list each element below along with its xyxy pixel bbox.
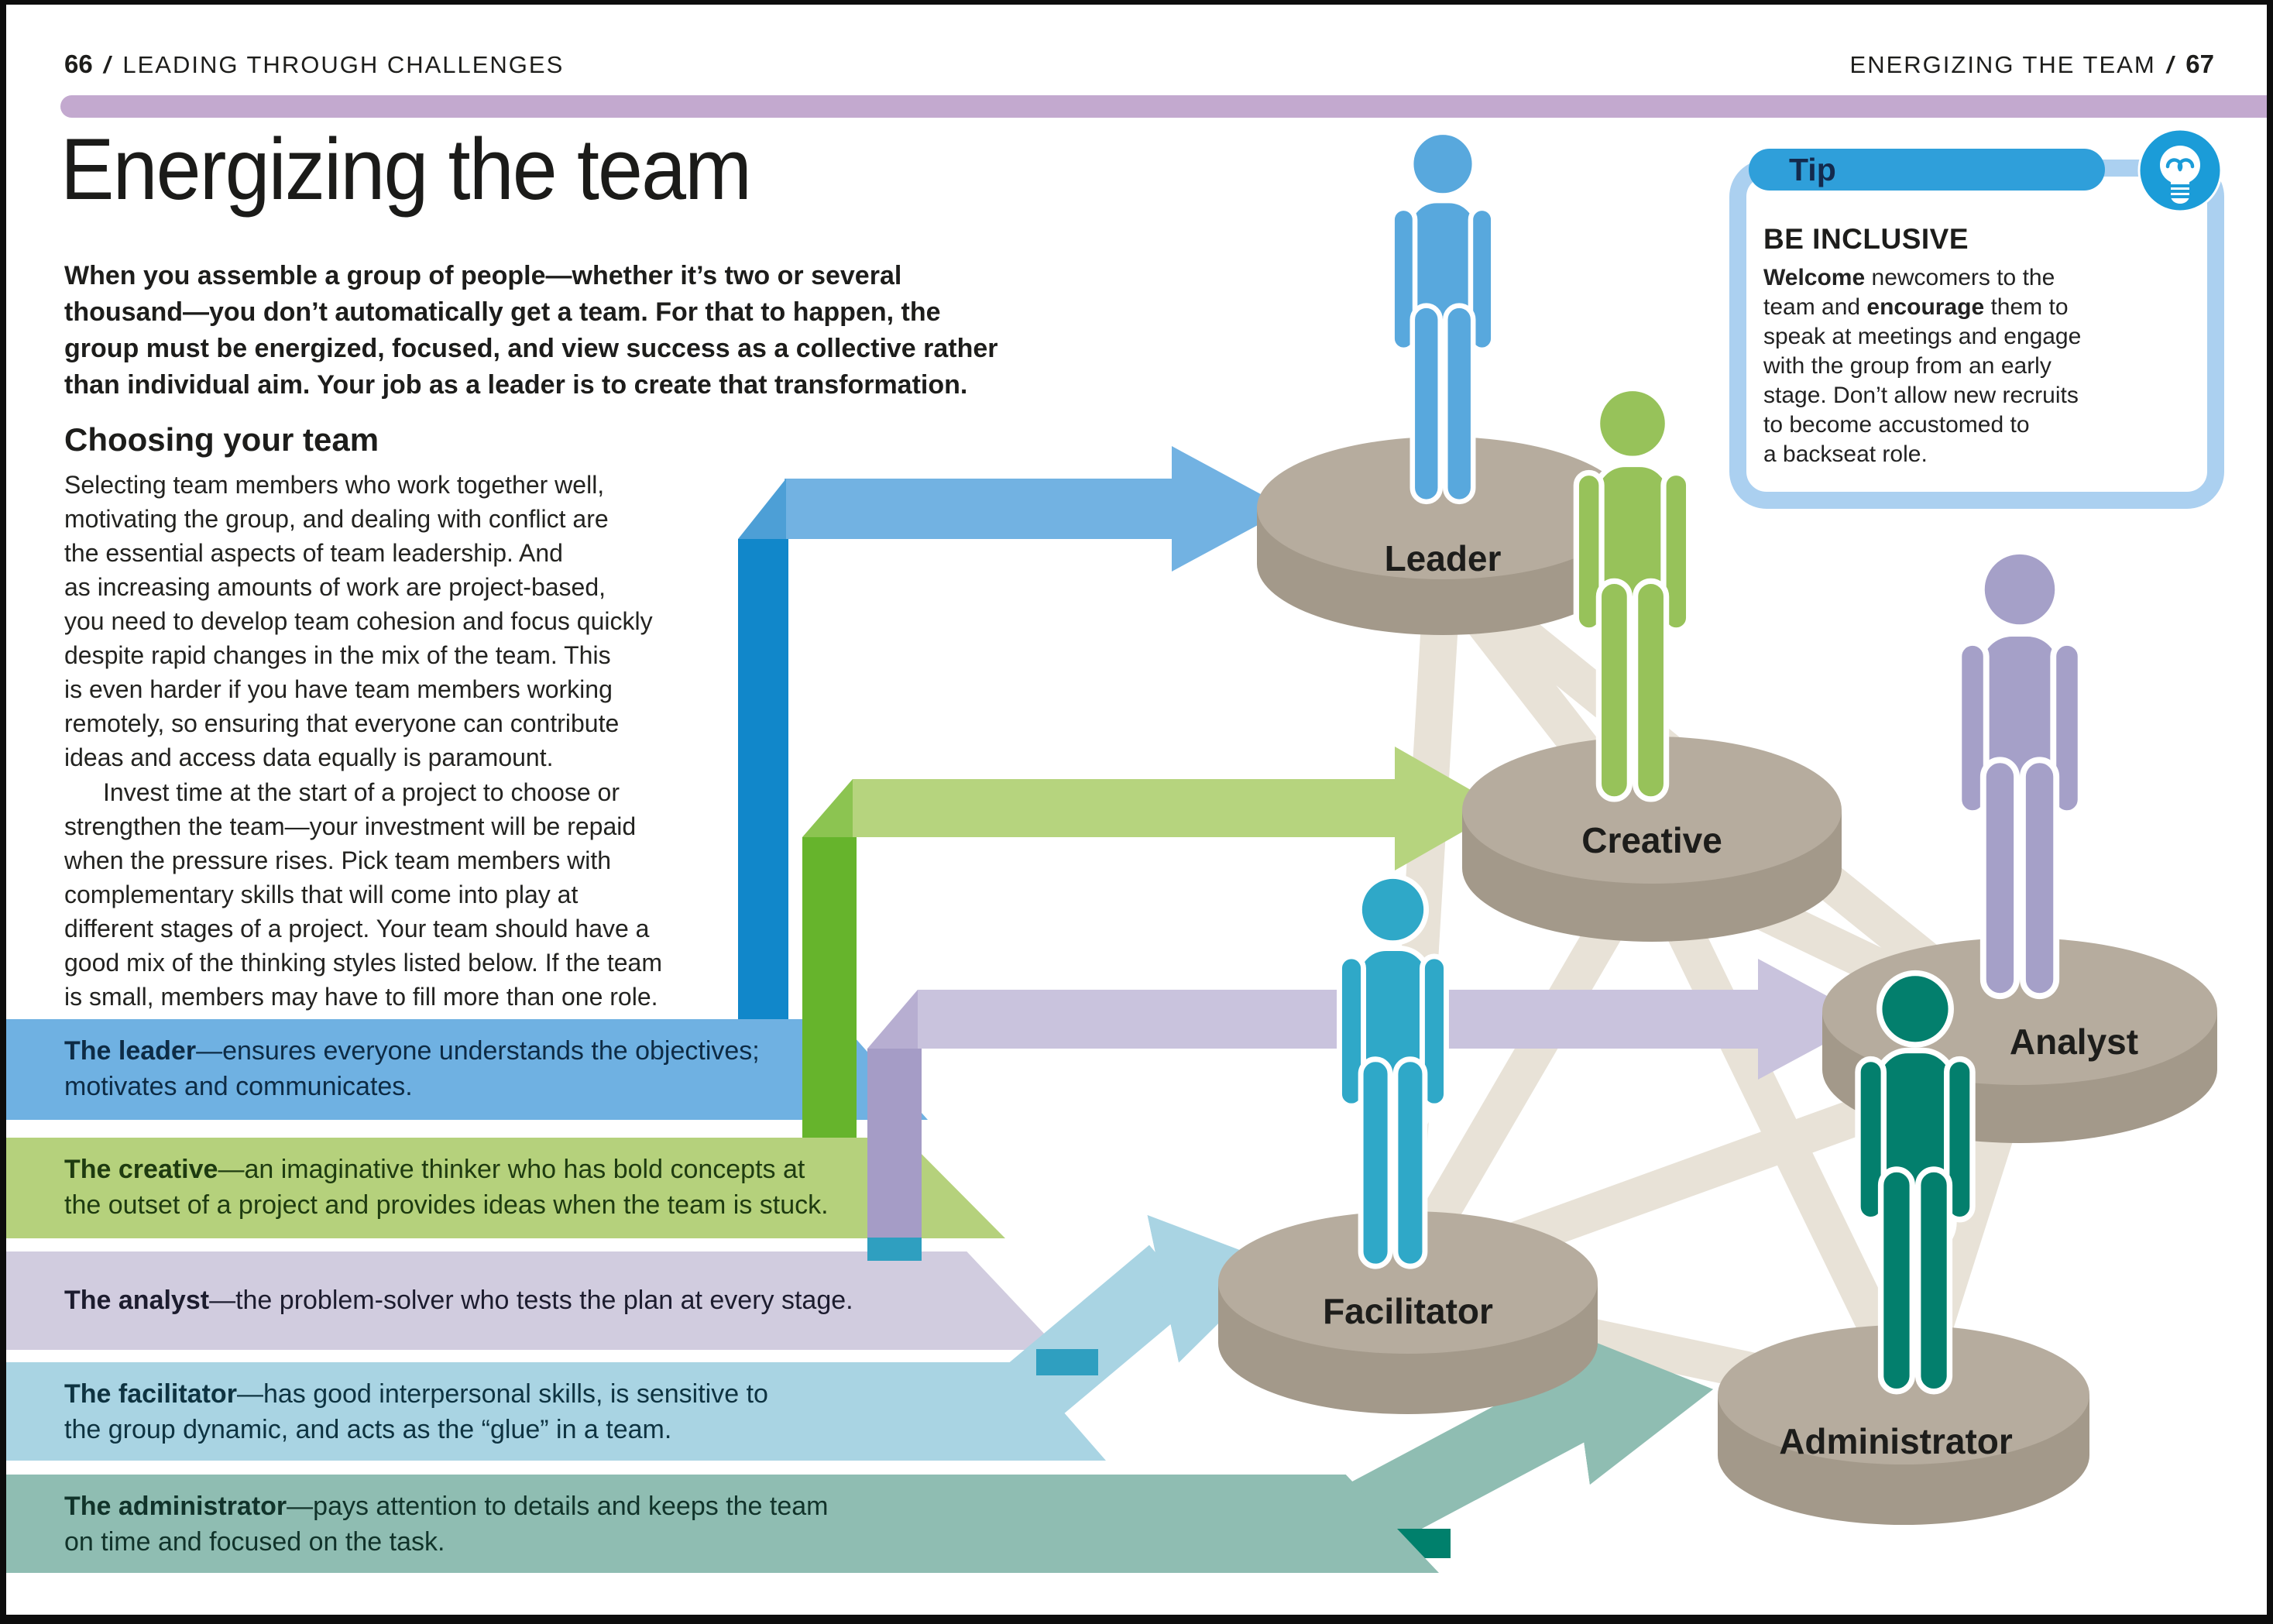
role-band-analyst-text: The analyst—the problem-solver who tests… <box>64 1286 853 1315</box>
tip-content: BE INCLUSIVE Welcome newcomers to the te… <box>1763 223 2127 469</box>
intro-paragraph: When you assemble a group of people—whet… <box>64 261 998 400</box>
header-accent-bar <box>60 95 2267 118</box>
body-paragraph-1: Selecting team members who work together… <box>64 471 653 771</box>
facilitator-fold-rect <box>1036 1349 1098 1375</box>
role-band-leader-text: The leader—ensures everyone understands … <box>64 1036 760 1101</box>
section-title-left: LEADING THROUGH CHALLENGES <box>122 51 565 78</box>
role-band-leader <box>6 1019 928 1120</box>
page-header-right: ENERGIZING THE TEAM / 67 <box>1850 50 2214 79</box>
header-divider: / <box>103 51 112 78</box>
leader-arrow-body <box>785 479 1176 539</box>
lightbulb-icon <box>2137 128 2223 213</box>
tip-body: Welcome newcomers to the team and encour… <box>1763 265 2082 467</box>
figure-creative <box>1548 384 1717 806</box>
section-title-right: ENERGIZING THE TEAM <box>1849 51 2156 78</box>
analyst-ribbon-bar <box>867 1049 922 1251</box>
creative-ribbon-fold <box>802 779 853 837</box>
facilitator-fold-rect <box>867 1238 922 1261</box>
folio-right: 67 <box>2185 50 2214 78</box>
platform-label-administrator: Administrator <box>1779 1421 2013 1461</box>
leader-ribbon-bar <box>738 539 788 1021</box>
role-band-facilitator-text: The facilitator—has good interpersonal s… <box>64 1379 768 1444</box>
figure-facilitator <box>1313 872 1473 1273</box>
book-page: 66 / LEADING THROUGH CHALLENGES ENERGIZING… <box>6 5 2267 1615</box>
platform-label-analyst: Analyst <box>2009 1021 2139 1062</box>
role-band-creative <box>6 1138 1005 1238</box>
tip-pill: Tip <box>1749 149 2105 191</box>
figure-administrator <box>1829 969 2001 1399</box>
platform-administrator <box>1718 1325 2089 1525</box>
role-band-creative-text: The creative—an imaginative thinker who … <box>64 1155 829 1220</box>
platform-leader <box>1257 437 1629 635</box>
platform-label-leader: Leader <box>1384 538 1502 579</box>
platform-label-facilitator: Facilitator <box>1323 1291 1493 1331</box>
figure-leader <box>1367 129 1519 508</box>
tip-heading: BE INCLUSIVE <box>1763 223 1969 255</box>
role-band-administrator <box>6 1475 1439 1573</box>
figure-analyst <box>1928 547 2111 1004</box>
analyst-ribbon-fold <box>867 990 918 1049</box>
section-heading: Choosing your team <box>64 421 379 458</box>
platform-facilitator <box>1218 1211 1598 1414</box>
tip-label: Tip <box>1789 152 1836 187</box>
page-header-left: 66 / LEADING THROUGH CHALLENGES <box>64 50 564 79</box>
role-band-administrator-text: The administrator—pays attention to deta… <box>64 1492 829 1557</box>
page-title: Energizing the team <box>60 121 752 218</box>
platform-label-creative: Creative <box>1581 820 1722 860</box>
role-band-facilitator <box>6 1362 1106 1461</box>
creative-arrow-body <box>853 779 1399 837</box>
platform-creative <box>1462 736 1842 942</box>
creative-ribbon-bar <box>802 837 857 1139</box>
body-paragraph-2: Invest time at the start of a project to… <box>64 778 662 1011</box>
header-divider: / <box>2166 51 2175 78</box>
role-band-analyst <box>6 1251 1059 1350</box>
folio-left: 66 <box>64 50 93 78</box>
